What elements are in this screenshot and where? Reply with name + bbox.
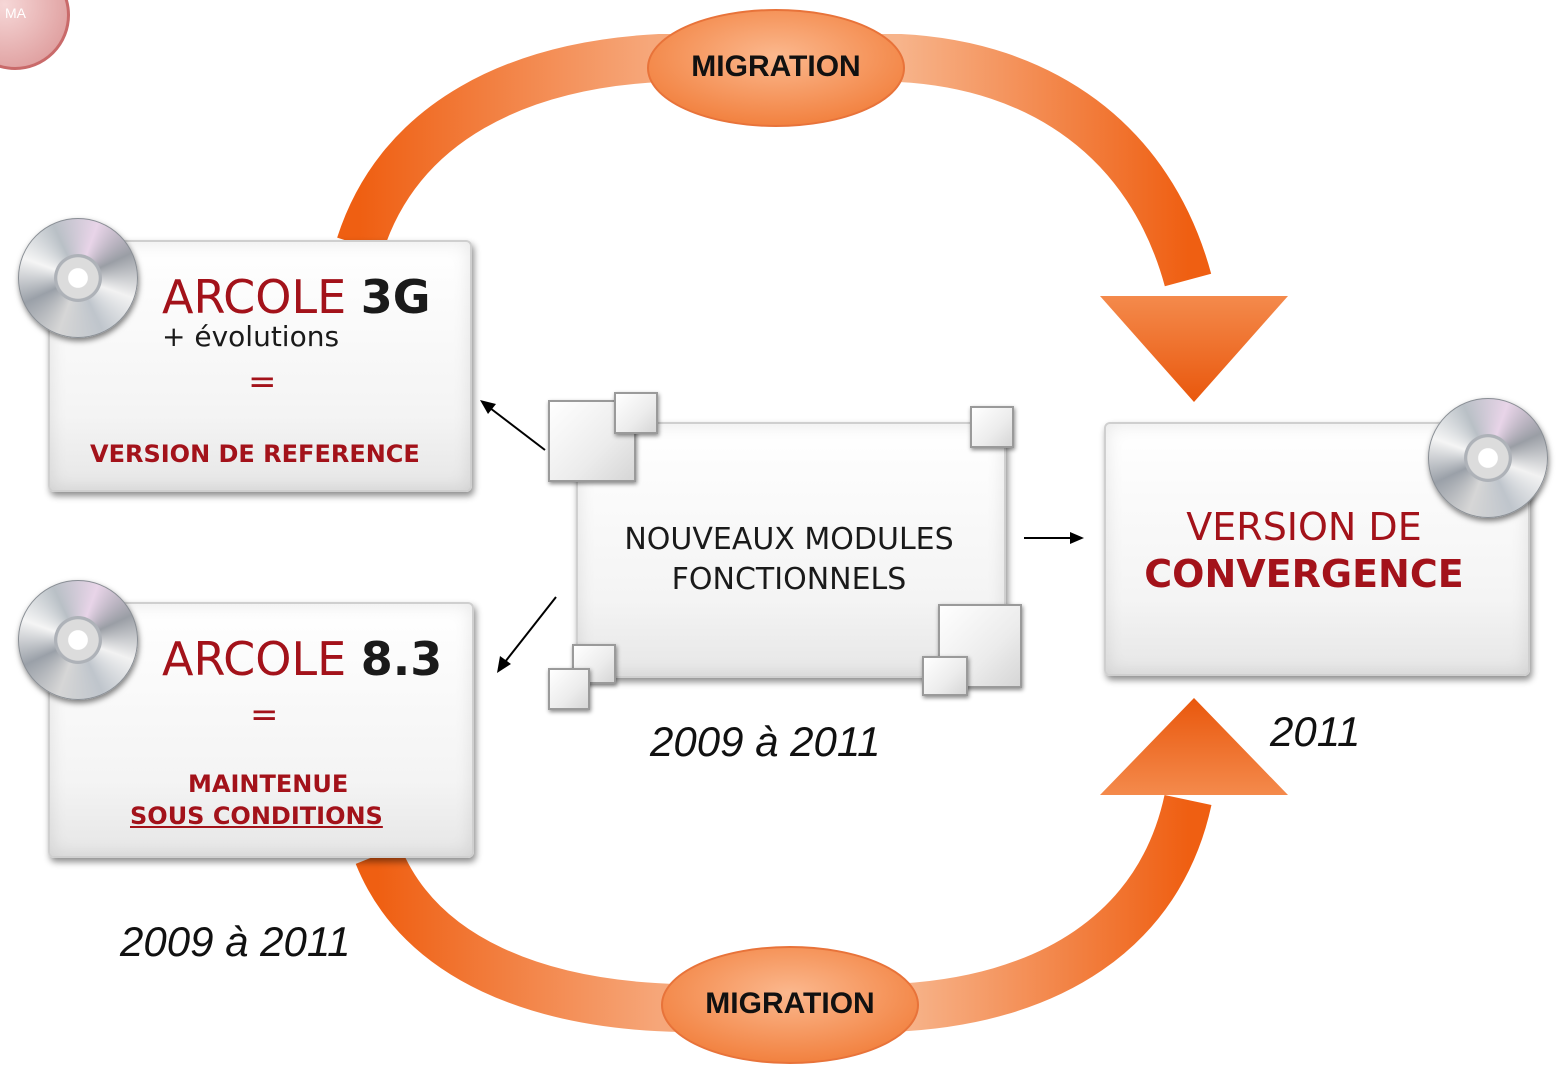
arrow-to-arcole-3g — [480, 400, 546, 451]
arcole-3g-extra: + évolutions — [162, 320, 340, 353]
cd-disc-icon — [18, 580, 138, 700]
modules-box — [576, 422, 1006, 678]
arcole-3g-equals: = — [248, 362, 277, 402]
arcole-83-version: 8.3 — [360, 632, 443, 686]
arcole-83-equals: = — [250, 695, 279, 735]
migration-label-bottom: MIGRATION — [705, 987, 875, 1020]
convergence-line2: CONVERGENCE — [1144, 552, 1464, 596]
decor-square — [970, 406, 1014, 448]
arcole-83-title: ARCOLE 8.3 — [162, 632, 442, 686]
arcole-3g-name: ARCOLE — [162, 270, 347, 324]
logo-text: MA — [5, 5, 26, 21]
arcole-83-caption-line1: MAINTENUE — [188, 770, 349, 798]
date-convergence: 2011 — [1270, 708, 1361, 755]
arcole-3g-title: ARCOLE 3G — [162, 270, 431, 324]
arrow-to-arcole-83 — [497, 596, 557, 673]
migration-arrowhead-up — [1100, 698, 1288, 795]
date-arcole-83: 2009 à 2011 — [120, 918, 351, 965]
arcole-83-name: ARCOLE — [162, 632, 347, 686]
arcole-3g-version: 3G — [360, 270, 431, 324]
cd-disc-icon — [18, 218, 138, 338]
migration-label-top: MIGRATION — [691, 50, 861, 83]
decor-square — [614, 392, 658, 434]
decor-square — [548, 668, 590, 710]
arrow-to-convergence — [1024, 532, 1084, 544]
modules-line2: FONCTIONNELS — [671, 562, 907, 597]
migration-ellipse-bottom — [661, 946, 919, 1064]
convergence-line1: VERSION DE — [1186, 505, 1422, 549]
arcole-3g-caption: VERSION DE REFERENCE — [90, 440, 420, 468]
modules-line1: NOUVEAUX MODULES — [624, 522, 954, 557]
date-modules: 2009 à 2011 — [650, 718, 881, 765]
migration-ellipse-top — [647, 9, 905, 127]
migration-arrowhead-down — [1100, 296, 1288, 402]
cd-disc-icon — [1428, 398, 1548, 518]
decor-square — [922, 656, 968, 696]
arcole-83-caption-line2: SOUS CONDITIONS — [130, 802, 383, 830]
